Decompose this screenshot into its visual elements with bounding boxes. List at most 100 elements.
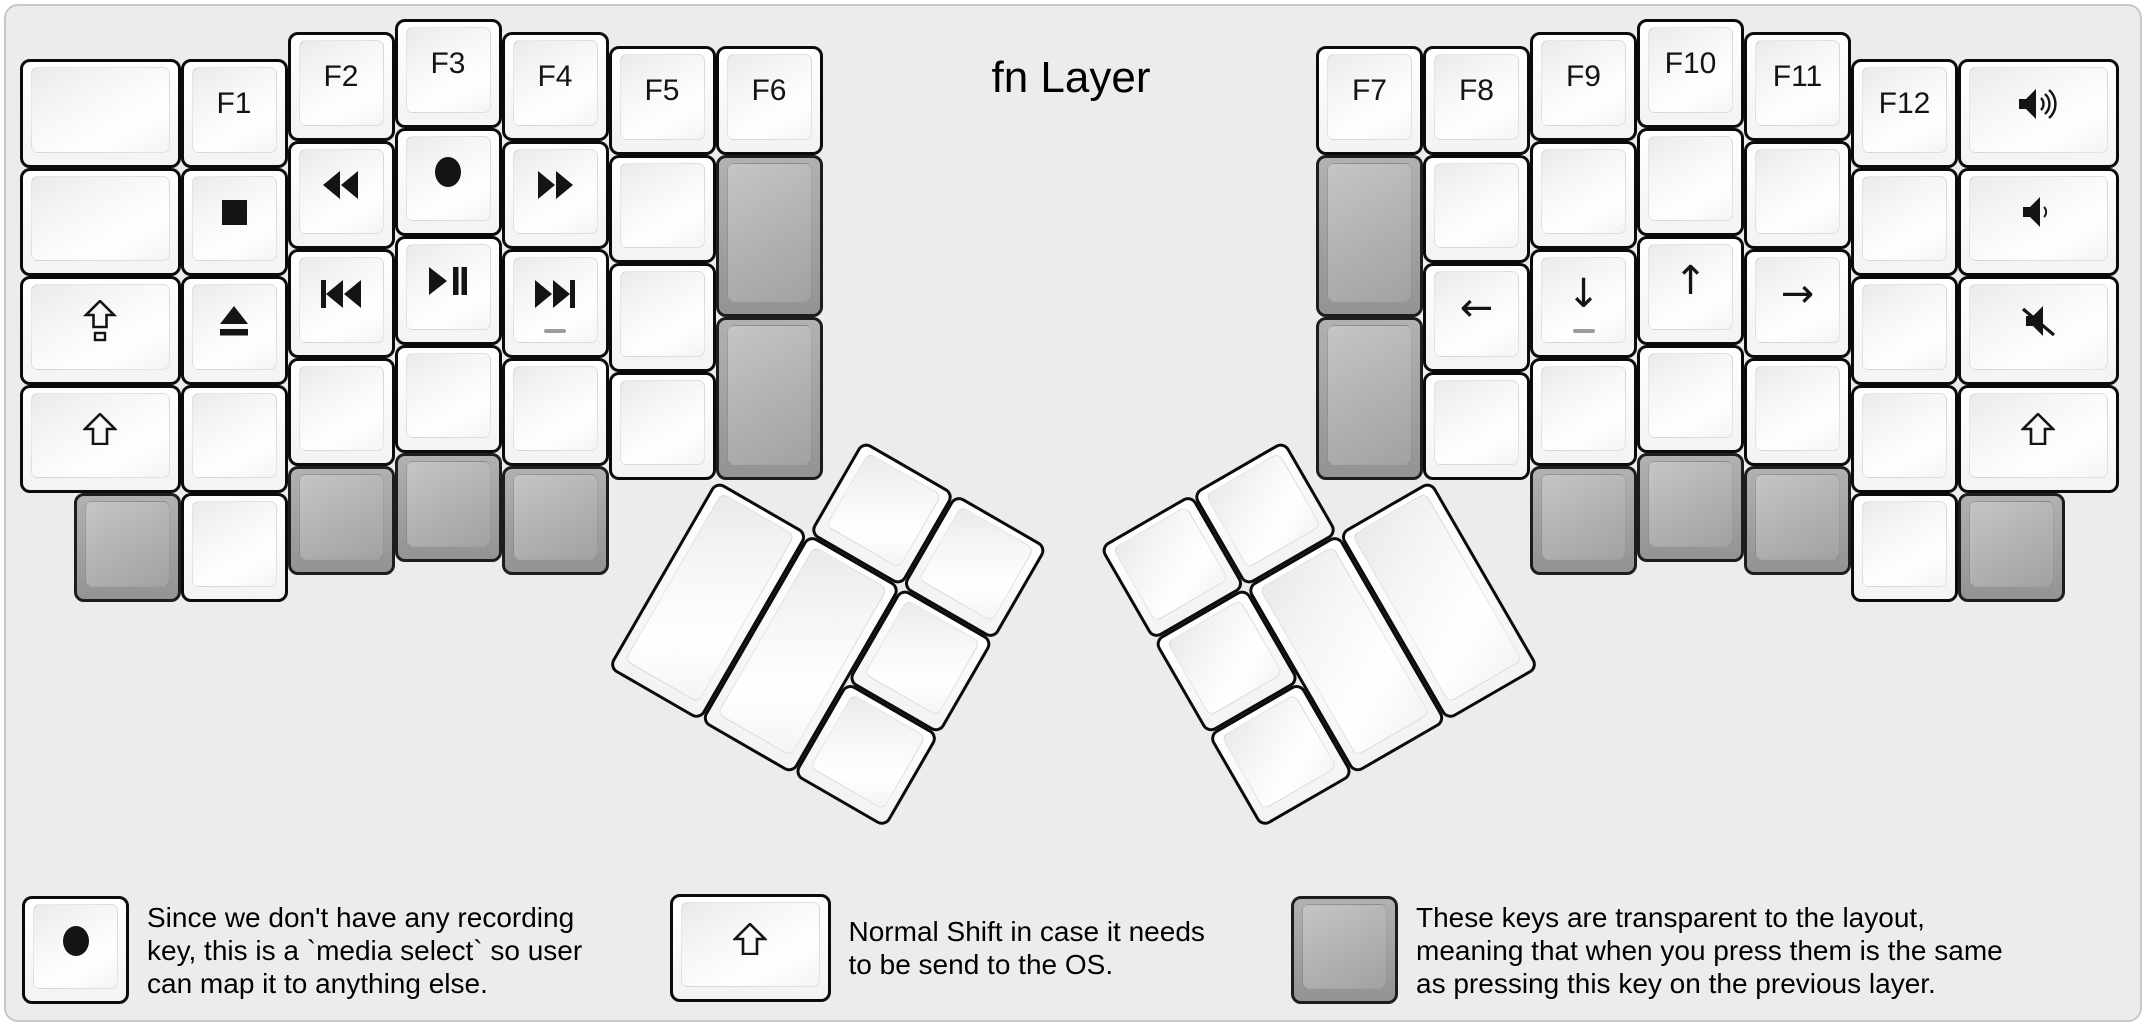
key-arrow-down: ↓ (1530, 249, 1637, 358)
keycap-top: F10 (1648, 27, 1733, 113)
volume-up-icon (2017, 86, 2059, 122)
shift-icon (733, 922, 768, 955)
keycap-top: F6 (726, 54, 812, 140)
keycap-top: F12 (1862, 67, 1947, 153)
record-icon (62, 925, 90, 957)
key-label: F9 (1565, 59, 1601, 93)
key-f9: F9 (1530, 32, 1637, 141)
keycap-top (1969, 175, 2108, 261)
keycap-top (1648, 352, 1733, 438)
keycap-top (1862, 175, 1947, 261)
record-icon (434, 156, 462, 188)
key-label: F1 (216, 86, 252, 120)
shift-icon (83, 413, 118, 446)
keycap-top (405, 135, 491, 221)
key-label: F4 (537, 59, 573, 93)
legend-item-media-select: Since we don't have any recording key, t… (22, 894, 582, 1006)
key-label: F10 (1664, 46, 1717, 80)
keycap-top: F9 (1541, 40, 1626, 126)
keycap-top (1541, 148, 1626, 234)
keycap-top (1969, 67, 2108, 153)
legend-text-media-select: Since we don't have any recording key, t… (147, 901, 583, 999)
arrow-left-icon: ← (1459, 284, 1494, 331)
keycap-top (191, 501, 277, 587)
key-transparent (1316, 317, 1423, 480)
keycap-top (1434, 379, 1519, 465)
keycap-top (1969, 284, 2108, 370)
legend-key-transparent (1291, 895, 1398, 1005)
key-f5: F5 (608, 46, 716, 155)
key-label: F8 (1458, 73, 1494, 107)
key-label: F7 (1351, 73, 1387, 107)
key-blank (20, 167, 181, 276)
key-blank (1851, 384, 1958, 493)
key-blank (1637, 344, 1744, 453)
key-transparent (715, 154, 823, 318)
key-f1: F1 (180, 59, 288, 168)
legend-key-media-select-slot (22, 895, 129, 1005)
fast-forward-icon (537, 171, 573, 200)
key-f4: F4 (501, 32, 609, 141)
key-blank (608, 371, 716, 480)
key-caps-lock (20, 276, 181, 385)
key-media-next-track (501, 249, 609, 358)
keycap-top (1755, 474, 1840, 560)
eject-icon (218, 305, 250, 336)
arrow-right-icon: → (1780, 270, 1815, 317)
keycap-top: F7 (1327, 54, 1412, 140)
keycap-top: F1 (191, 67, 277, 153)
mute-icon (2018, 303, 2058, 339)
legend-text-normal-shift: Normal Shift in case it needs to be send… (848, 916, 1205, 980)
keycap-top: ← (1434, 271, 1519, 357)
key-f8: F8 (1423, 46, 1530, 155)
key-label: F12 (1878, 86, 1931, 120)
keycap-top (298, 474, 384, 560)
keycap-top (84, 501, 170, 587)
keycap-top: F3 (405, 27, 491, 113)
keycap-top (512, 365, 598, 451)
key-media-play-pause (394, 236, 502, 345)
key-transparent (1316, 154, 1423, 318)
key-blank (20, 59, 181, 168)
keycap-top (191, 175, 277, 261)
keycap-top: F2 (298, 40, 384, 126)
key-blank (287, 357, 395, 466)
key-media-stop (180, 167, 288, 276)
keycap-top (619, 162, 705, 248)
caps-icon (83, 299, 118, 342)
keycap-top: ↑ (1648, 244, 1733, 330)
keycap-top (33, 903, 118, 990)
keycap-top (191, 284, 277, 370)
homing-bar (544, 328, 566, 333)
keycap-top (1862, 392, 1947, 478)
arrow-down-icon: ↓ (1566, 270, 1601, 317)
key-blank (1530, 140, 1637, 249)
keycap-top (1327, 325, 1412, 465)
key-transparent (715, 317, 823, 480)
key-volume-up (1958, 59, 2119, 168)
key-blank (1423, 371, 1530, 480)
key-blank (1851, 167, 1958, 276)
keycap-top (191, 392, 277, 478)
key-transparent (1958, 493, 2065, 602)
key-shift-right (1958, 384, 2119, 493)
key-transparent (1744, 466, 1851, 575)
key-mute (1958, 276, 2119, 385)
keycap-top (619, 271, 705, 357)
keycap-top (512, 257, 598, 343)
legend-key-media-select (22, 895, 129, 1005)
key-media-prev-track (287, 249, 395, 358)
keycap-top: → (1755, 257, 1840, 343)
legend-key-transparent-slot (1291, 895, 1398, 1005)
homing-bar (1572, 328, 1595, 333)
keycap-top (1541, 365, 1626, 451)
key-transparent (394, 453, 502, 562)
keycap-top (298, 148, 384, 234)
arrow-up-icon: ↑ (1673, 257, 1708, 304)
keycap-top (1327, 162, 1412, 303)
key-f12: F12 (1851, 59, 1958, 168)
key-f11: F11 (1744, 32, 1851, 141)
keycap-top (31, 175, 170, 261)
